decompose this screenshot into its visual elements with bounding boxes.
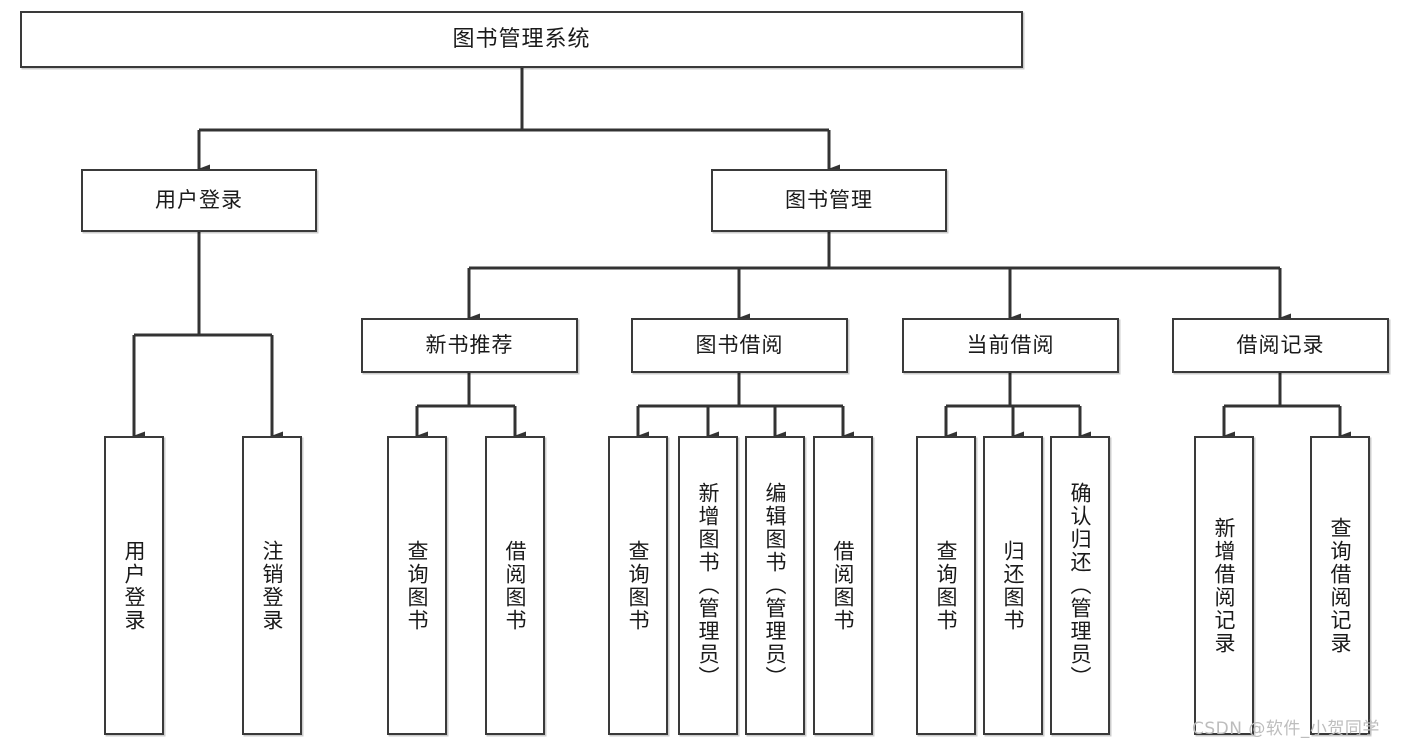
leaf-borrow-book-new[interactable]: 借阅图书 — [485, 436, 545, 735]
leaf-confirm-return-admin[interactable]: 确认归还（管理员） — [1050, 436, 1110, 735]
node-label: 当前借阅 — [966, 333, 1055, 358]
node-label: 新书推荐 — [425, 333, 514, 358]
leaf-borrow-book[interactable]: 借阅图书 — [813, 436, 873, 735]
leaf-query-borrow-record[interactable]: 查询借阅记录 — [1310, 436, 1370, 735]
node-label: 图书管理系统 — [452, 26, 591, 52]
node-root-system[interactable]: 图书管理系统 — [20, 11, 1023, 68]
node-label: 查询图书 — [405, 539, 430, 632]
node-label: 注销登录 — [260, 539, 285, 632]
node-user-login[interactable]: 用户登录 — [81, 169, 317, 232]
node-book-borrow[interactable]: 图书借阅 — [631, 318, 848, 373]
node-book-management[interactable]: 图书管理 — [711, 169, 947, 232]
leaf-return-book[interactable]: 归还图书 — [983, 436, 1043, 735]
edges-group — [132, 68, 1351, 441]
node-borrow-record[interactable]: 借阅记录 — [1172, 318, 1389, 373]
node-label: 借阅记录 — [1236, 333, 1325, 358]
node-current-borrow[interactable]: 当前借阅 — [902, 318, 1119, 373]
node-label: 用户登录 — [122, 539, 147, 632]
node-label: 新增图书（管理员） — [696, 482, 721, 689]
node-label: 借阅图书 — [831, 539, 856, 632]
node-label: 图书借阅 — [695, 333, 784, 358]
leaf-logout[interactable]: 注销登录 — [242, 436, 302, 735]
node-label: 借阅图书 — [503, 539, 528, 632]
leaf-query-book-current[interactable]: 查询图书 — [916, 436, 976, 735]
node-label: 查询图书 — [626, 539, 651, 632]
node-label: 查询图书 — [934, 539, 959, 632]
leaf-query-book-borrow[interactable]: 查询图书 — [608, 436, 668, 735]
node-label: 新增借阅记录 — [1212, 516, 1237, 655]
leaf-query-book-new[interactable]: 查询图书 — [387, 436, 447, 735]
node-label: 归还图书 — [1001, 539, 1026, 632]
leaf-add-borrow-record[interactable]: 新增借阅记录 — [1194, 436, 1254, 735]
leaf-add-book-admin[interactable]: 新增图书（管理员） — [678, 436, 738, 735]
node-label: 用户登录 — [155, 188, 243, 213]
leaf-user-login[interactable]: 用户登录 — [104, 436, 164, 735]
node-label: 图书管理 — [785, 188, 873, 213]
node-label: 确认归还（管理员） — [1068, 482, 1093, 689]
node-new-book-recommend[interactable]: 新书推荐 — [361, 318, 578, 373]
leaf-edit-book-admin[interactable]: 编辑图书（管理员） — [745, 436, 805, 735]
node-label: 编辑图书（管理员） — [763, 482, 788, 689]
node-label: 查询借阅记录 — [1328, 516, 1353, 655]
csdn-watermark: CSDN @软件_小贺同学 — [1192, 719, 1380, 739]
